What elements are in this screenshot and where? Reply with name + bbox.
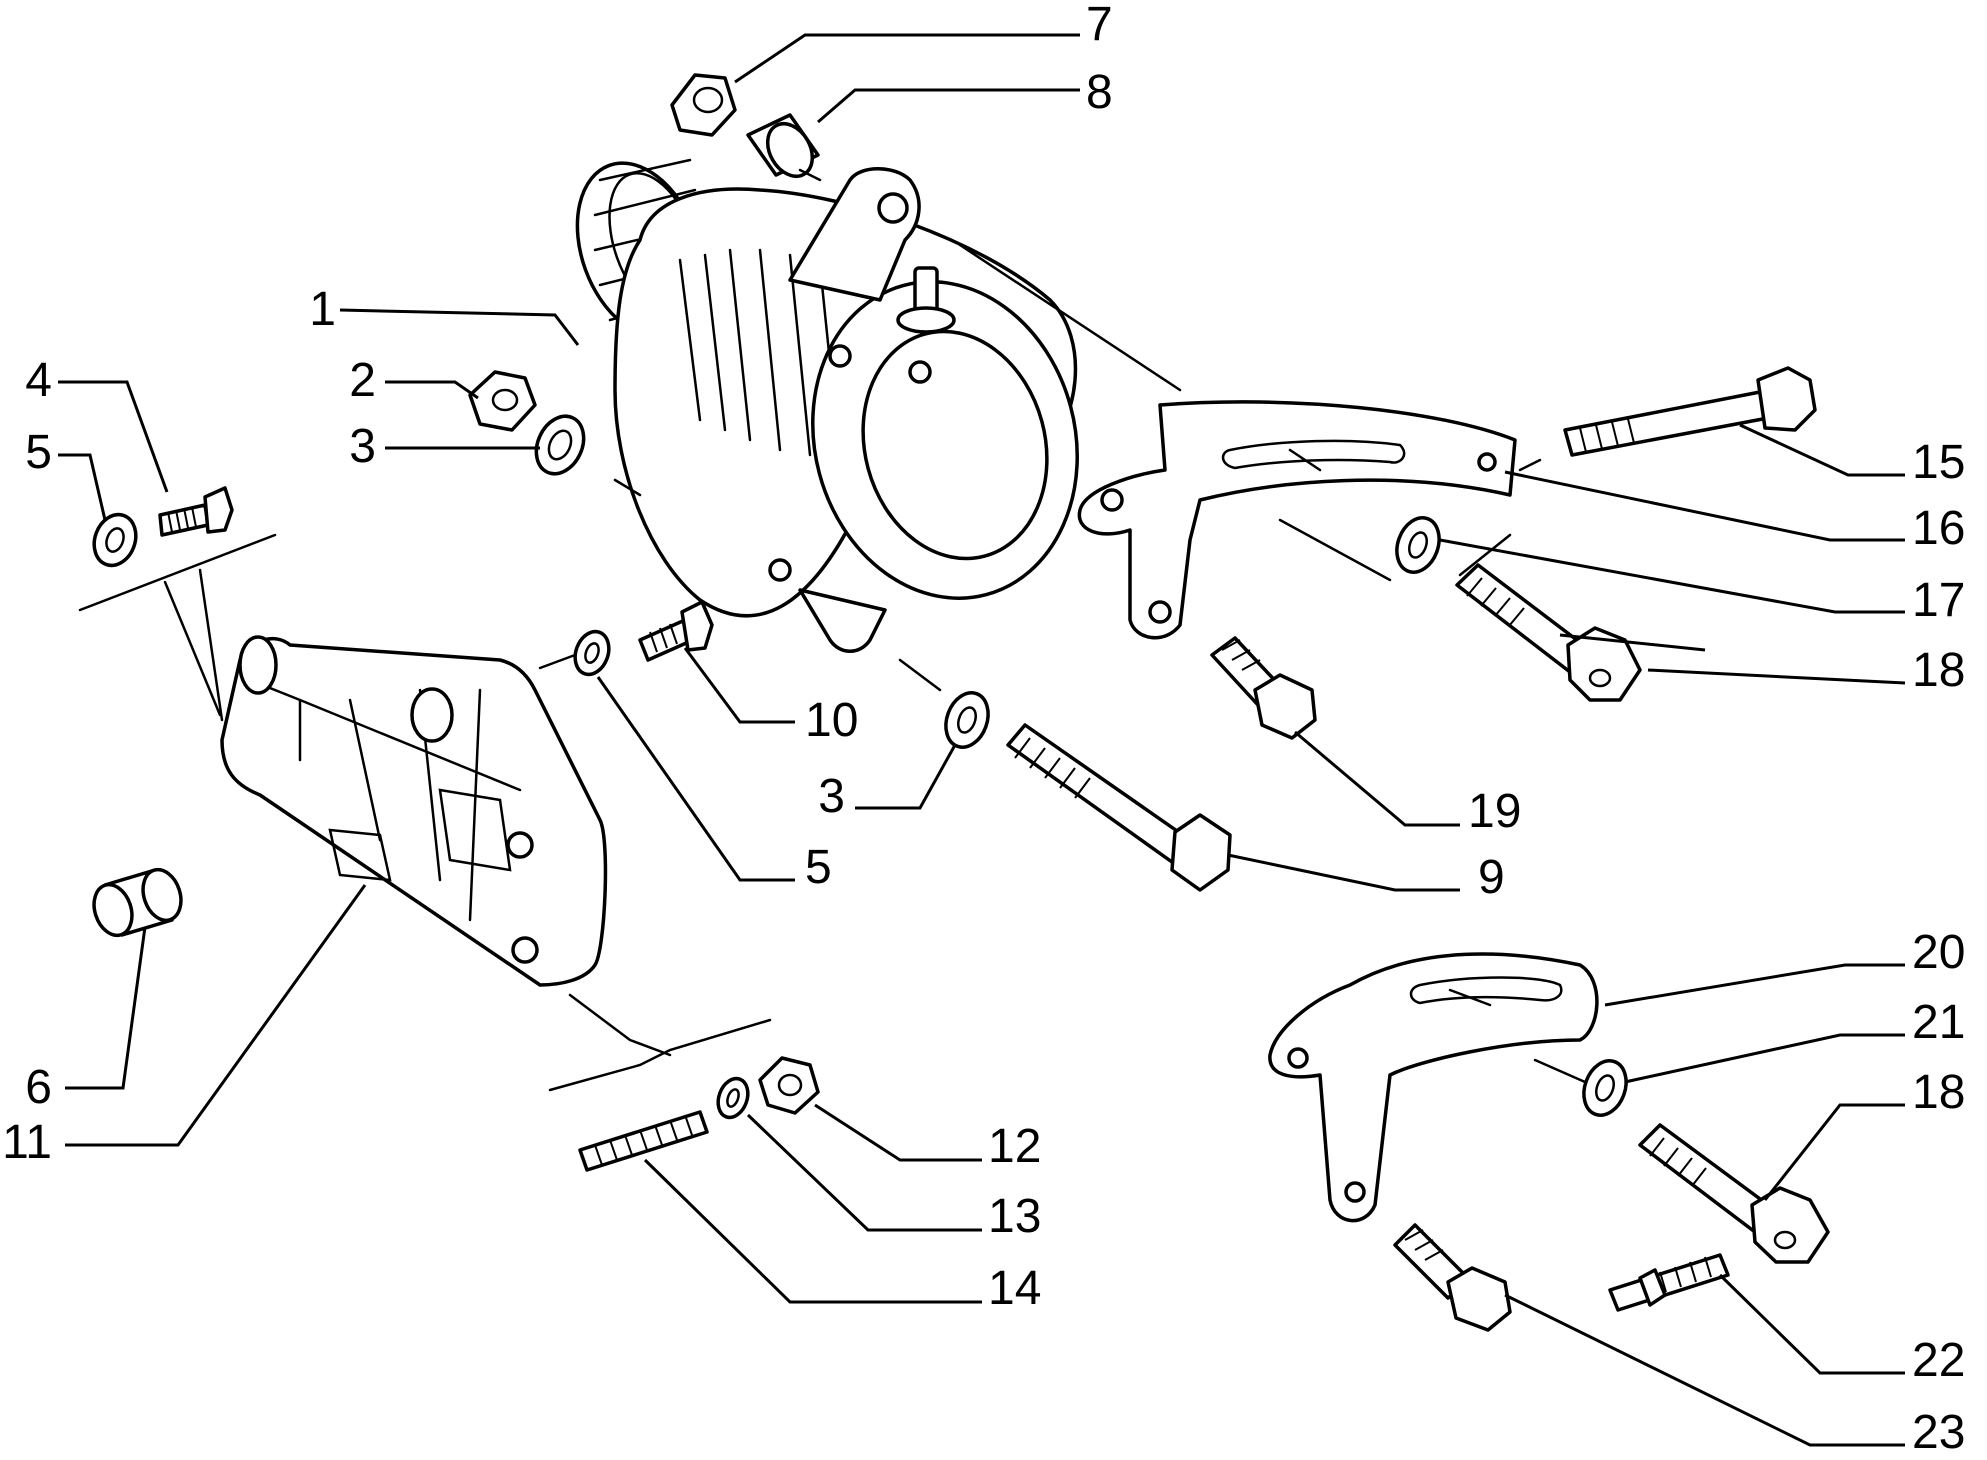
leader-5a [58, 453, 107, 521]
label-17: 17 [1912, 574, 1965, 627]
label-22: 22 [1912, 1334, 1965, 1387]
label-7: 7 [1086, 0, 1113, 51]
washer-5-middle [573, 629, 611, 677]
label-6: 6 [25, 1061, 52, 1114]
label-3-middle: 3 [818, 770, 845, 823]
label-9: 9 [1478, 851, 1505, 904]
label-23: 23 [1912, 1406, 1965, 1459]
leader-17 [1439, 538, 1905, 614]
stud-14 [578, 1110, 709, 1172]
leader-18a [1647, 668, 1906, 685]
leader-7 [734, 33, 1080, 84]
label-8: 8 [1086, 66, 1113, 119]
label-11: 11 [2, 1116, 52, 1169]
leader-12 [814, 1103, 982, 1162]
label-21: 21 [1912, 996, 1965, 1049]
label-16: 16 [1912, 502, 1965, 555]
label-12: 12 [988, 1120, 1041, 1173]
washer-21 [1582, 1059, 1628, 1117]
washer-3-middle [944, 691, 990, 749]
bushing-6 [92, 867, 183, 938]
spacer-8 [746, 113, 820, 178]
leader-10 [683, 647, 795, 724]
bolt-23 [1393, 1223, 1512, 1332]
label-5-left: 5 [25, 426, 52, 479]
washer-17 [1395, 516, 1441, 574]
bolt-18-upper [1455, 563, 1642, 702]
leader-2 [385, 380, 479, 400]
leader-20 [1604, 963, 1905, 1007]
leader-13 [746, 1113, 982, 1232]
leader-14 [643, 1158, 982, 1304]
leader-19 [1294, 730, 1460, 827]
bolt-4 [158, 486, 234, 537]
leader-4 [58, 380, 169, 493]
bolt-19 [1210, 636, 1317, 740]
label-4: 4 [25, 354, 52, 407]
leader-18b [1763, 1103, 1905, 1201]
bolt-18-lower [1638, 1123, 1830, 1264]
washer-3-upper [534, 414, 586, 476]
label-15: 15 [1912, 436, 1965, 489]
bracket-20 [1268, 952, 1599, 1223]
nut-2 [468, 370, 537, 432]
leader-3b [855, 744, 957, 810]
washer-13 [716, 1076, 750, 1120]
stud-22 [1608, 1253, 1730, 1312]
leader-6 [65, 926, 147, 1090]
label-14: 14 [988, 1262, 1041, 1315]
support-bracket-11 [220, 635, 608, 987]
leader-5b [596, 676, 795, 882]
label-10: 10 [805, 694, 858, 747]
leader-9 [1227, 853, 1460, 892]
bracket-16 [1077, 400, 1517, 640]
label-1: 1 [309, 283, 336, 336]
label-20: 20 [1912, 926, 1965, 979]
nut-12 [758, 1056, 820, 1115]
label-13: 13 [988, 1190, 1041, 1243]
label-18-lower: 18 [1912, 1066, 1965, 1119]
leader-22 [1718, 1273, 1905, 1375]
label-19: 19 [1468, 785, 1521, 838]
bolt-10 [638, 600, 714, 662]
leader-8 [817, 88, 1080, 124]
bolt-15 [1563, 366, 1817, 457]
alternator [575, 158, 1079, 653]
leader-1 [339, 308, 580, 346]
leader-21 [1624, 1033, 1905, 1084]
leader-18a-b [1559, 633, 1706, 652]
bolt-9 [1006, 723, 1232, 892]
washer-5-left [92, 512, 138, 568]
leader-lines [58, 33, 1906, 1447]
label-5-middle: 5 [805, 841, 832, 894]
leader-16 [1504, 470, 1905, 542]
label-2: 2 [349, 354, 376, 407]
assembly-guide-lines [78, 168, 1587, 1092]
leader-23 [1504, 1293, 1905, 1447]
label-3-upper: 3 [349, 420, 376, 473]
nut-7 [670, 73, 737, 137]
leader-15 [1739, 423, 1905, 477]
label-18-upper: 18 [1912, 644, 1965, 697]
leader-11 [65, 884, 367, 1147]
